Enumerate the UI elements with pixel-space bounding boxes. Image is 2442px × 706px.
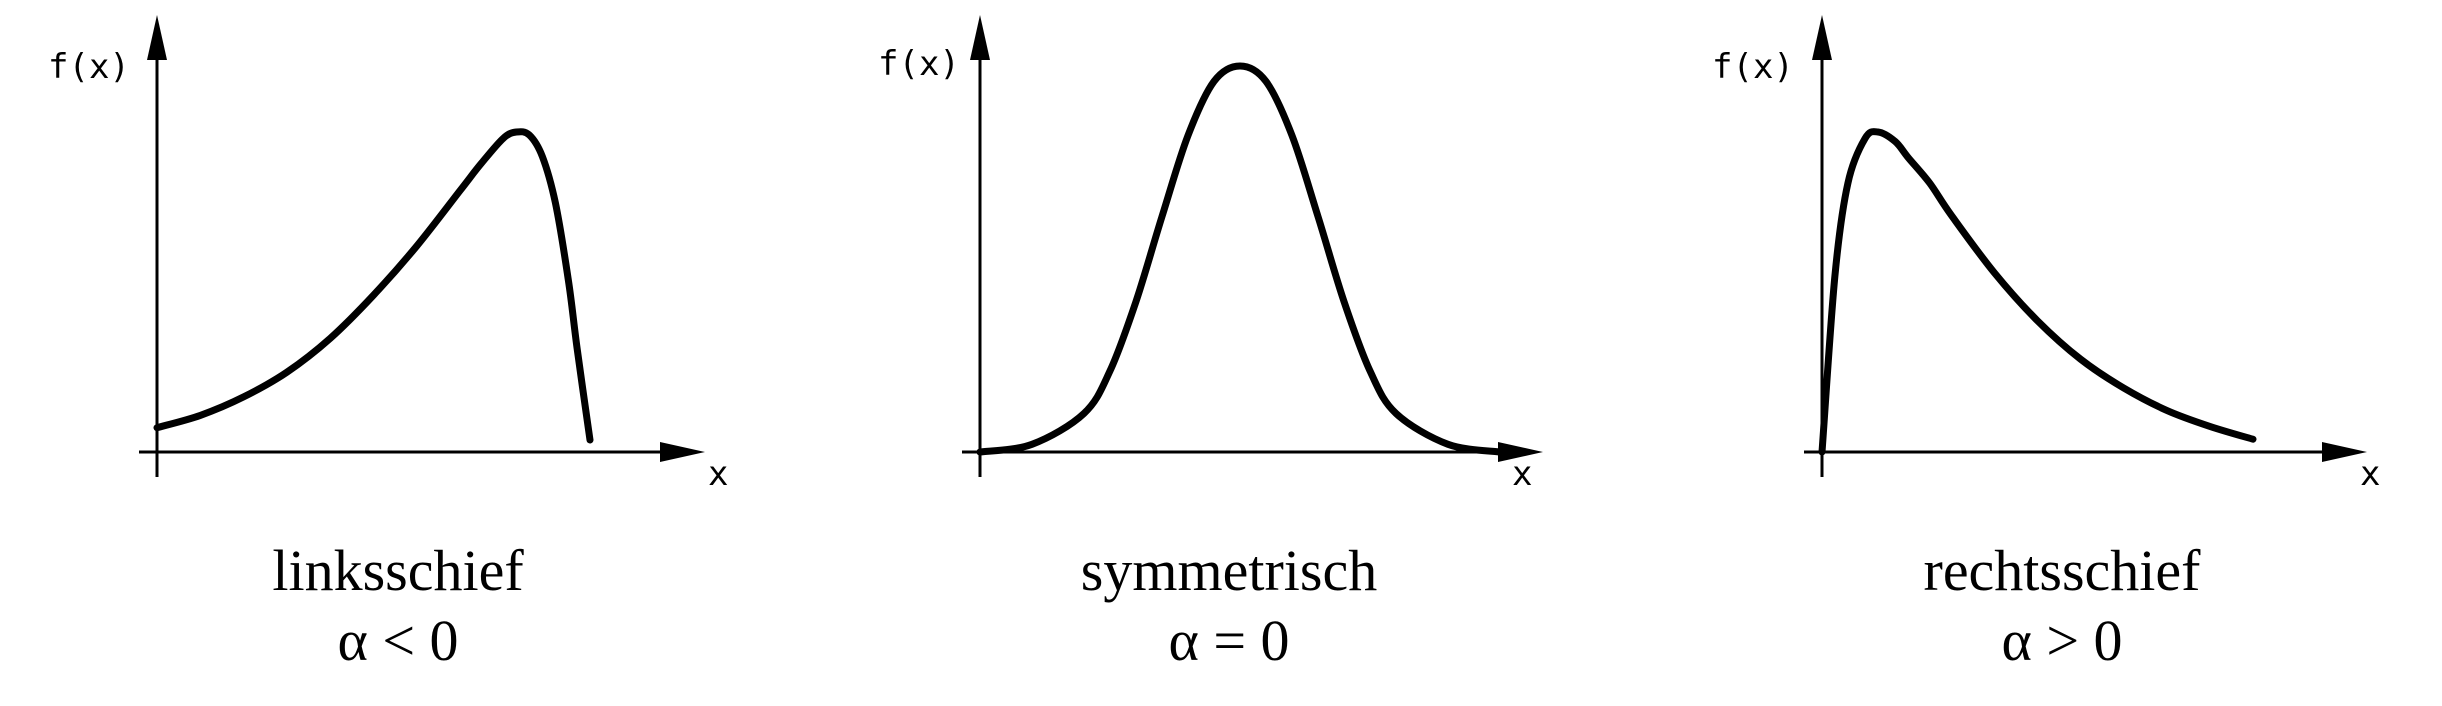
x-axis-arrow: [660, 442, 705, 462]
panel-title: linksschief: [272, 538, 524, 603]
density-curve: [976, 62, 1504, 456]
y-axis-label: f(x): [1712, 47, 1794, 87]
density-curve: [1818, 128, 2257, 456]
y-axis-label: f(x): [48, 47, 130, 87]
panel-title: symmetrisch: [1081, 538, 1377, 603]
x-axis-label: x: [1512, 454, 1532, 494]
panel-formula: α = 0: [1168, 608, 1289, 673]
x-axis-arrow: [1498, 442, 1543, 462]
y-axis-label: f(x): [878, 44, 960, 84]
panel-title: rechtsschief: [1924, 538, 2202, 603]
y-axis-arrow: [1812, 15, 1832, 60]
panel-formula: α > 0: [2001, 608, 2122, 673]
y-axis-arrow: [970, 15, 990, 60]
x-axis-arrow: [2322, 442, 2367, 462]
y-axis-arrow: [147, 15, 167, 60]
density-curve: [153, 128, 594, 444]
panel-formula: α < 0: [337, 608, 458, 673]
x-axis-label: x: [708, 454, 728, 494]
x-axis-label: x: [2360, 454, 2380, 494]
